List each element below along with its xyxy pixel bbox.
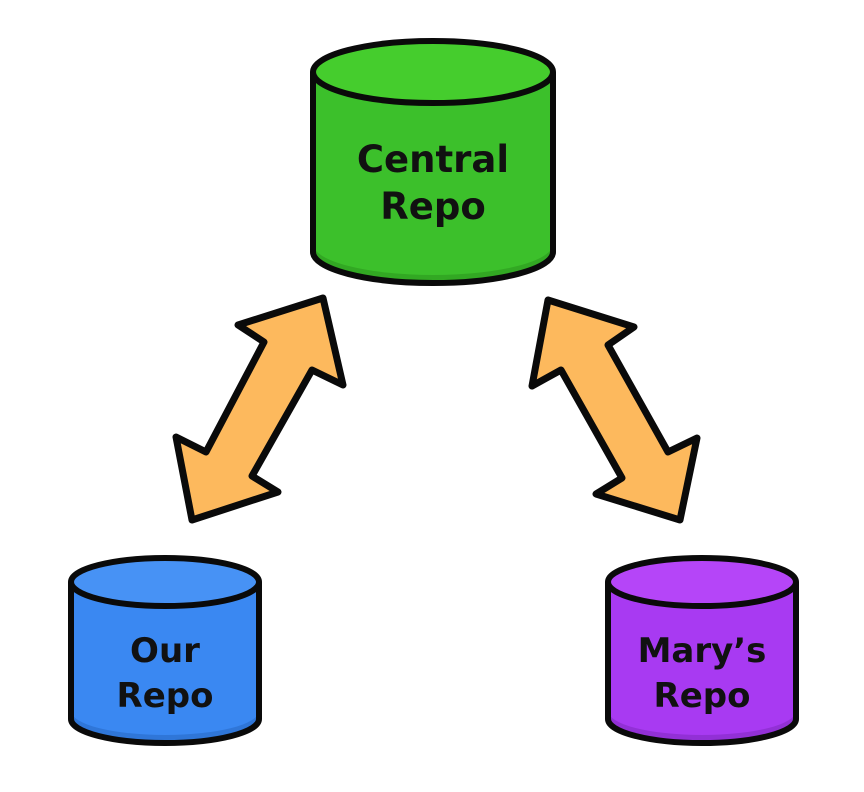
marys-repo-node: Mary’s Repo — [605, 555, 799, 746]
our-repo-label-line1: Our — [130, 631, 200, 671]
cylinder-body — [608, 582, 796, 743]
cylinder-shade — [313, 244, 553, 283]
our-repo-node: Our Repo — [68, 555, 262, 746]
cylinder-outline — [605, 582, 799, 746]
arrow-ours-central — [172, 294, 347, 524]
central-repo-label-line1: Central — [357, 138, 509, 181]
arrow-marys-central — [528, 296, 701, 524]
cylinder-outline — [68, 582, 262, 746]
cylinder-body — [71, 582, 259, 743]
cylinder-top — [68, 555, 262, 609]
central-repo-label-line2: Repo — [380, 185, 486, 228]
cylinder-body — [313, 72, 553, 283]
cylinder-shade — [608, 711, 796, 743]
central-repo-node: Central Repo — [310, 38, 556, 286]
cylinder-shade — [71, 711, 259, 743]
cylinder-top — [310, 38, 556, 106]
cylinder-outline — [310, 72, 556, 286]
our-repo-label-line2: Repo — [117, 676, 214, 716]
marys-repo-label-line2: Repo — [654, 676, 751, 716]
marys-repo-label-line1: Mary’s — [638, 631, 767, 671]
cylinder-top — [605, 555, 799, 609]
